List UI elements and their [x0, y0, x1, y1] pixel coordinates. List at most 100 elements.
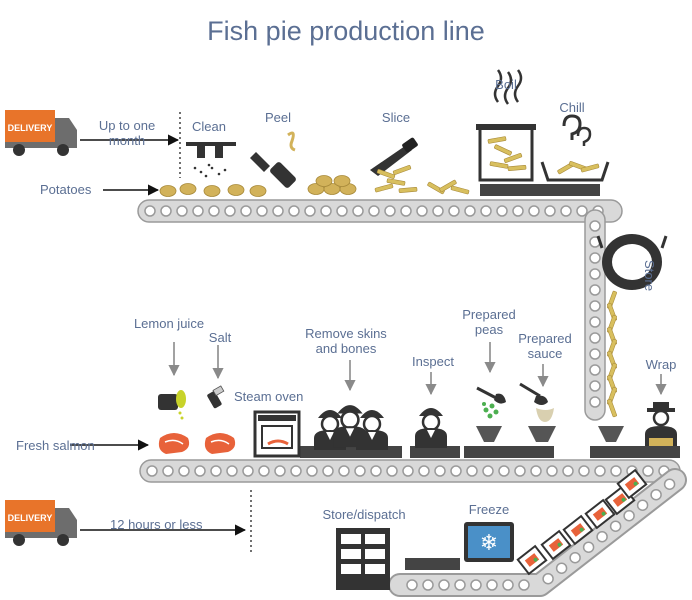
salmon-fillets — [158, 433, 236, 454]
roller — [555, 562, 568, 574]
snowflake-icon: ❄ — [480, 531, 498, 556]
roller — [623, 509, 635, 522]
salt-shaker-icon — [207, 385, 225, 409]
roller — [589, 316, 601, 328]
knife-icon — [370, 137, 418, 176]
label-wrap: Wrap — [645, 357, 677, 372]
hopper-funnel-icon — [476, 426, 624, 442]
peas-scoop — [476, 386, 506, 419]
potatoes — [159, 175, 357, 197]
roller — [256, 205, 268, 217]
roller — [272, 205, 284, 217]
roller — [290, 465, 302, 477]
diagram-title: Fish pie production line — [207, 16, 485, 46]
fry — [386, 178, 406, 186]
roller — [438, 579, 450, 591]
fry — [450, 185, 470, 195]
roller — [470, 579, 482, 591]
sprayer-icon — [186, 142, 236, 178]
roller — [502, 579, 514, 591]
roller — [576, 205, 588, 217]
roller — [642, 465, 654, 477]
roller — [338, 465, 350, 477]
roller — [482, 465, 494, 477]
roller — [544, 205, 556, 217]
delivery-truck-icon: DELIVERY — [5, 500, 77, 546]
roller — [589, 252, 601, 264]
roller — [589, 284, 601, 296]
worker-icon — [356, 410, 388, 450]
label-steam-oven: Steam oven — [234, 389, 304, 404]
roller — [589, 332, 601, 344]
label-salt: Salt — [208, 330, 232, 345]
label-slice: Slice — [381, 110, 411, 125]
label-peel: Peel — [264, 110, 292, 125]
fry — [607, 398, 617, 418]
chill-tray-icon — [540, 114, 610, 182]
roller — [336, 205, 348, 217]
label-store: Store — [642, 260, 657, 292]
roller — [386, 465, 398, 477]
fry — [392, 165, 412, 175]
package — [584, 498, 616, 530]
roller — [663, 478, 676, 490]
roller — [589, 396, 601, 408]
label-prepared-peas: Prepared peas — [462, 307, 516, 337]
roller — [322, 465, 334, 477]
roller — [274, 465, 286, 477]
roller — [578, 465, 590, 477]
worker-icon — [415, 408, 447, 448]
roller — [562, 465, 574, 477]
label-12-hours: 12 hours or less — [110, 517, 203, 532]
roller — [596, 530, 608, 543]
roller — [432, 205, 444, 217]
roller — [406, 579, 418, 591]
roller — [176, 205, 188, 217]
flow-arrows — [70, 134, 247, 536]
fry — [580, 163, 600, 173]
fry — [494, 144, 512, 156]
roller — [589, 348, 601, 360]
roller — [530, 465, 542, 477]
fry — [489, 161, 509, 169]
roller — [518, 579, 530, 591]
fry — [507, 165, 527, 171]
package — [516, 544, 548, 576]
package — [616, 468, 648, 500]
label-prepared-sauce: Prepared sauce — [518, 331, 572, 361]
sauce-ladle — [519, 382, 554, 422]
fry — [376, 169, 396, 179]
roller — [258, 465, 270, 477]
roller — [589, 220, 601, 232]
fry — [503, 153, 523, 163]
roller — [464, 205, 476, 217]
roller — [589, 364, 601, 376]
roller — [320, 205, 332, 217]
roller — [402, 465, 414, 477]
roller — [514, 465, 526, 477]
roller — [368, 205, 380, 217]
roller — [486, 579, 498, 591]
roller — [650, 488, 662, 501]
roller — [480, 205, 492, 217]
roller — [400, 205, 412, 217]
roller — [242, 465, 254, 477]
label-up-to-one-month: Up to one month — [98, 118, 156, 148]
storage-hopper-icon — [596, 234, 668, 290]
label-clean: Clean — [192, 119, 226, 134]
roller — [208, 205, 220, 217]
fry — [487, 136, 507, 144]
roller — [496, 205, 508, 217]
input-arrows — [168, 342, 667, 396]
roller — [224, 205, 236, 217]
label-store-dispatch: Store/dispatch — [322, 507, 406, 522]
svg-text:DELIVERY: DELIVERY — [8, 123, 53, 133]
roller — [352, 205, 364, 217]
top-conveyor — [137, 199, 623, 223]
package — [562, 514, 594, 546]
roller — [160, 205, 172, 217]
peeler-icon — [250, 131, 296, 188]
roller — [434, 465, 446, 477]
roller — [448, 205, 460, 217]
worker-icon — [645, 402, 677, 446]
